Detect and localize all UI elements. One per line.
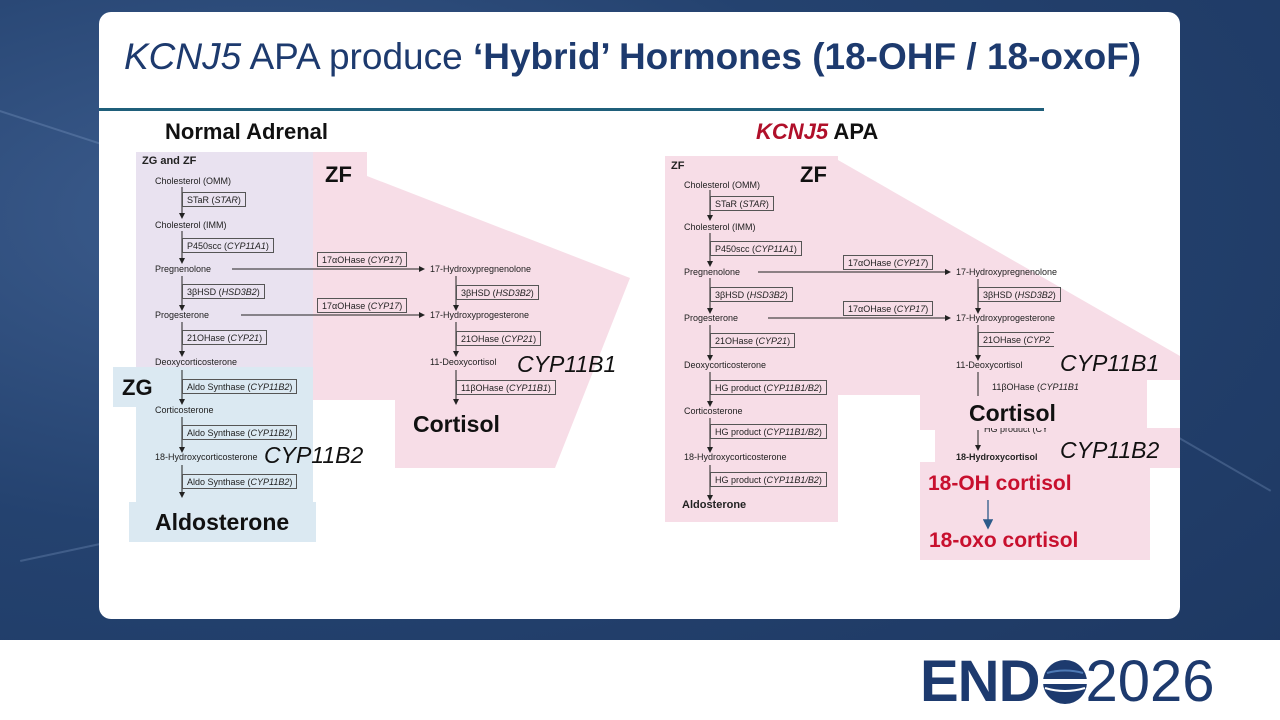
- node-11-deoxycortisol: 11-Deoxycortisol: [956, 360, 1023, 370]
- node-17-hydroxypregnenolone: 17-Hydroxypregnenolone: [430, 264, 532, 274]
- cortisol-label: Cortisol: [413, 411, 500, 437]
- node-pregnenolone: Pregnenolone: [684, 267, 741, 277]
- enzyme-21ohase-cut: 21OHase (CYP2: [978, 332, 1055, 347]
- globe-icon: [1043, 660, 1088, 704]
- 18-oxo-cortisol-label: 18-oxo cortisol: [929, 529, 1079, 552]
- logo-end-text: END: [920, 649, 1040, 714]
- enzyme-p450scc: P450scc (CYP11A1): [710, 241, 802, 256]
- cyp11b1-label: CYP11B1: [517, 351, 617, 377]
- enzyme-17aohase: 17αOHase (CYP17): [317, 298, 408, 313]
- zone-label-zg-zf: ZG and ZF: [142, 155, 197, 167]
- enzyme-3bhsd: 3βHSD (HSD3B2): [182, 284, 265, 299]
- node-corticosterone: Corticosterone: [155, 405, 214, 415]
- enzyme-21ohase: 21OHase (CYP21): [182, 330, 268, 345]
- node-17-hydroxyprogesterone: 17-Hydroxyprogesterone: [956, 313, 1056, 323]
- right-panel-heading: KCNJ5 APA: [756, 119, 879, 144]
- enzyme-17aohase: 17αOHase (CYP17): [843, 301, 934, 316]
- enzyme-aldo-synthase: Aldo Synthase (CYP11B2): [182, 425, 298, 440]
- enzyme-3bhsd: 3βHSD (HSD3B2): [710, 287, 793, 302]
- node-deoxycorticosterone: Deoxycorticosterone: [155, 357, 238, 367]
- enzyme-11bohase: 11βOHase (CYP11B1): [456, 380, 556, 395]
- endo-logo: END 2026: [920, 652, 1215, 712]
- left-panel-heading: Normal Adrenal: [165, 119, 329, 144]
- enzyme-21ohase: 21OHase (CYP21): [710, 333, 796, 348]
- node-aldosterone: Aldosterone: [682, 499, 747, 511]
- aldosterone-label: Aldosterone: [155, 509, 290, 535]
- node-deoxycorticosterone: Deoxycorticosterone: [684, 360, 767, 370]
- enzyme-hg-product: HG product (CYP11B1/B2): [710, 424, 827, 439]
- enzyme-p450scc: P450scc (CYP11A1): [182, 238, 274, 253]
- enzyme-17aohase: 17αOHase (CYP17): [317, 252, 408, 267]
- node-cholesterol-omm: Cholesterol (OMM): [684, 180, 761, 190]
- enzyme-3bhsd: 3βHSD (HSD3B2): [456, 285, 539, 300]
- slide-title: KCNJ5 APA produce ‘Hybrid’ Hormones (18-…: [124, 36, 1142, 77]
- node-11-deoxycortisol: 11-Deoxycortisol: [430, 357, 497, 367]
- cortisol-label: Cortisol: [969, 400, 1056, 426]
- 18-oh-cortisol-label: 18-OH cortisol: [928, 472, 1072, 495]
- enzyme-21ohase: 21OHase (CYP21): [456, 331, 542, 346]
- node-progesterone: Progesterone: [684, 313, 739, 323]
- zone-label-zf-right: ZF: [800, 162, 827, 187]
- zone-label-zf-small: ZF: [671, 160, 685, 172]
- cyp11b1-label: CYP11B1: [1060, 350, 1160, 376]
- enzyme-hg-product: HG product (CYP11B1/B2): [710, 472, 827, 487]
- enzyme-star: STaR (STAR): [182, 192, 246, 207]
- node-17-hydroxyprogesterone: 17-Hydroxyprogesterone: [430, 310, 530, 320]
- enzyme-17aohase: 17αOHase (CYP17): [843, 255, 934, 270]
- node-18-hydroxycorticosterone: 18-Hydroxycorticosterone: [155, 452, 258, 462]
- enzyme-hg-product: HG product (CYP11B1/B2): [710, 380, 827, 395]
- logo-year-text: 2026: [1085, 649, 1215, 714]
- zone-label-zf: ZF: [325, 162, 352, 187]
- enzyme-star: STaR (STAR): [710, 196, 774, 211]
- node-pregnenolone: Pregnenolone: [155, 264, 212, 274]
- cyp11b2-label: CYP11B2: [1060, 437, 1160, 463]
- enzyme-aldo-synthase: Aldo Synthase (CYP11B2): [182, 474, 298, 489]
- node-corticosterone: Corticosterone: [684, 406, 743, 416]
- enzyme-aldo-synthase: Aldo Synthase (CYP11B2): [182, 379, 298, 394]
- cyp11b2-label: CYP11B2: [264, 442, 364, 468]
- node-18-hydroxycorticosterone: 18-Hydroxycorticosterone: [684, 452, 787, 462]
- node-17-hydroxypregnenolone: 17-Hydroxypregnenolone: [956, 267, 1058, 277]
- enzyme-3bhsd: 3βHSD (HSD3B2): [978, 287, 1061, 302]
- node-cholesterol-omm: Cholesterol (OMM): [155, 176, 232, 186]
- node-progesterone: Progesterone: [155, 310, 210, 320]
- title-rule: [99, 108, 1044, 111]
- node-cholesterol-imm: Cholesterol (IMM): [684, 222, 756, 232]
- zone-label-zg: ZG: [122, 375, 153, 400]
- node-18-hydroxycortisol: 18-Hydroxycortisol: [956, 452, 1038, 462]
- enzyme-hg-product-cut: HG product (CY: [984, 428, 1049, 434]
- enzyme-11bohase-cut: 11βOHase (CYP11B1: [992, 382, 1079, 392]
- node-cholesterol-imm: Cholesterol (IMM): [155, 220, 227, 230]
